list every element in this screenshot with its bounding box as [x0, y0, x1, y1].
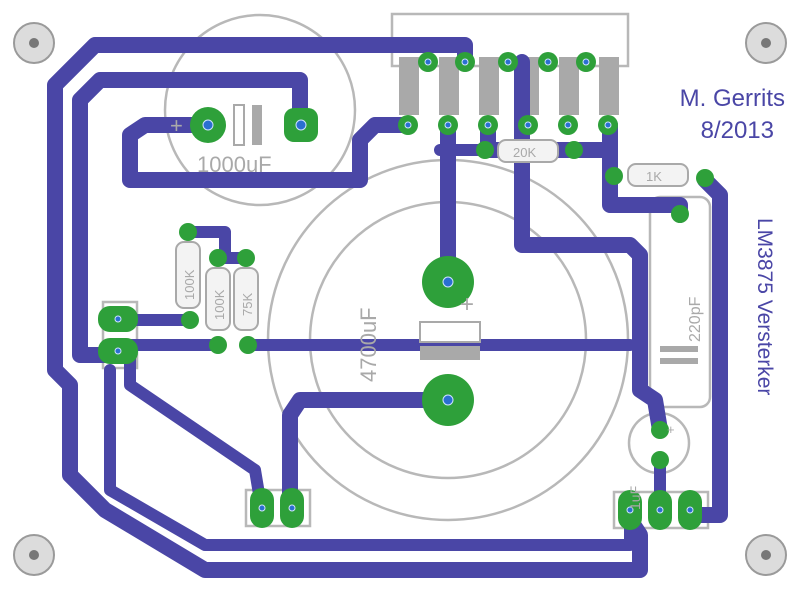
- ic-pin-3: [479, 57, 499, 115]
- drill-hole: [604, 121, 612, 129]
- trace-ground-loop: [47, 37, 648, 578]
- ic-pin-2: [439, 57, 459, 115]
- component-bodies: [175, 104, 698, 364]
- drill-hole: [404, 121, 412, 129]
- cap-ceramic-plate-b: [660, 358, 698, 364]
- resistor-r3-label: 75K: [240, 293, 255, 316]
- silkscreen-text: + 1000uF + 4700uF 220pF + 1uF 100K 100K …: [170, 113, 704, 510]
- drill-hole: [258, 504, 266, 512]
- cap-small-value: 1000uF: [197, 152, 272, 177]
- trace-pin4: [514, 54, 668, 438]
- drill-hole: [656, 506, 664, 514]
- drill-hole: [114, 347, 122, 355]
- cap-elec-small-value: 1uF: [627, 486, 643, 510]
- drill-hole: [424, 58, 432, 66]
- drill-hole: [444, 121, 452, 129]
- copper-text: M. Gerrits 8/2013 LM3875 Versterker: [680, 85, 785, 395]
- cap-big-plus-sign: +: [460, 291, 474, 318]
- trace-resistor-link: [182, 226, 251, 264]
- cap-big-plate-b: [420, 346, 480, 360]
- board-title: LM3875 Versterker: [753, 218, 776, 395]
- drill-hole: [686, 506, 694, 514]
- resistor-r5-label: 1K: [646, 169, 662, 184]
- drill-holes: [114, 58, 694, 514]
- author-name: M. Gerrits: [680, 85, 785, 112]
- trace-output-right: [682, 172, 728, 523]
- cap-small-plus-sign: +: [170, 113, 183, 138]
- drill-hole: [295, 119, 307, 131]
- trace-bigcap-power: [282, 392, 456, 513]
- mounting-hole-center: [29, 38, 39, 48]
- cap-small-plate-b: [252, 105, 262, 145]
- pad-small-cap-minus: [651, 451, 669, 469]
- drill-hole: [442, 276, 454, 288]
- cap-small-plate-a: [233, 104, 245, 146]
- cap-big-value: 4700uF: [356, 307, 381, 382]
- ic-pin-5: [559, 57, 579, 115]
- trace-input-ground: [112, 346, 266, 506]
- trace-cap-small: [72, 72, 308, 363]
- pad-r4-left: [476, 141, 494, 159]
- pad-r3-bottom: [239, 336, 257, 354]
- mounting-hole-center: [29, 550, 39, 560]
- ic-pin-6: [599, 57, 619, 115]
- cap-elec-small-plus-sign: +: [667, 422, 675, 437]
- drill-hole: [202, 119, 214, 131]
- power-connector-outline: [244, 488, 312, 528]
- copper-traces: [47, 37, 728, 578]
- drill-hole: [461, 58, 469, 66]
- drill-hole: [442, 394, 454, 406]
- cap-big-plate-a: [419, 321, 481, 343]
- resistor-r3-body: [233, 267, 259, 331]
- pad-r2-bottom: [209, 336, 227, 354]
- drill-hole: [544, 58, 552, 66]
- trace-left-return: [104, 364, 636, 551]
- mounting-hole-center: [761, 38, 771, 48]
- cap-small-outline: [163, 13, 357, 207]
- drill-hole: [524, 121, 532, 129]
- resistor-r1-label: 100K: [182, 269, 197, 300]
- resistor-r5-body: [627, 163, 689, 187]
- resistor-r2-body: [205, 267, 231, 331]
- resistor-r4-body: [497, 139, 559, 163]
- pad-r1-top: [179, 223, 197, 241]
- drill-hole: [114, 315, 122, 323]
- input-connector-outline: [101, 300, 139, 370]
- pad-r2-top: [209, 249, 227, 267]
- board-date: 8/2013: [701, 117, 774, 144]
- drill-hole: [484, 121, 492, 129]
- drill-hole: [564, 121, 572, 129]
- drill-hole: [626, 506, 634, 514]
- trace-pin1: [122, 117, 416, 188]
- resistor-r4-label: 20K: [513, 145, 536, 160]
- pad-r1-bottom: [181, 311, 199, 329]
- pad-r5-right: [696, 169, 714, 187]
- drill-hole: [582, 58, 590, 66]
- pad-ceramic-top: [671, 205, 689, 223]
- resistor-r1-body: [175, 241, 201, 309]
- mounting-hole-center: [761, 550, 771, 560]
- pad-r4-right: [565, 141, 583, 159]
- pad-r5-left: [605, 167, 623, 185]
- cap-ceramic-value: 220pF: [687, 296, 704, 342]
- pad-small-cap-plus: [651, 421, 669, 439]
- drill-hole: [288, 504, 296, 512]
- cap-ceramic-plate-a: [660, 346, 698, 352]
- drill-hole: [504, 58, 512, 66]
- mounting-holes: [13, 22, 787, 576]
- resistor-r2-label: 100K: [212, 289, 227, 320]
- pad-r3-top: [237, 249, 255, 267]
- ic-pin-1: [399, 57, 419, 115]
